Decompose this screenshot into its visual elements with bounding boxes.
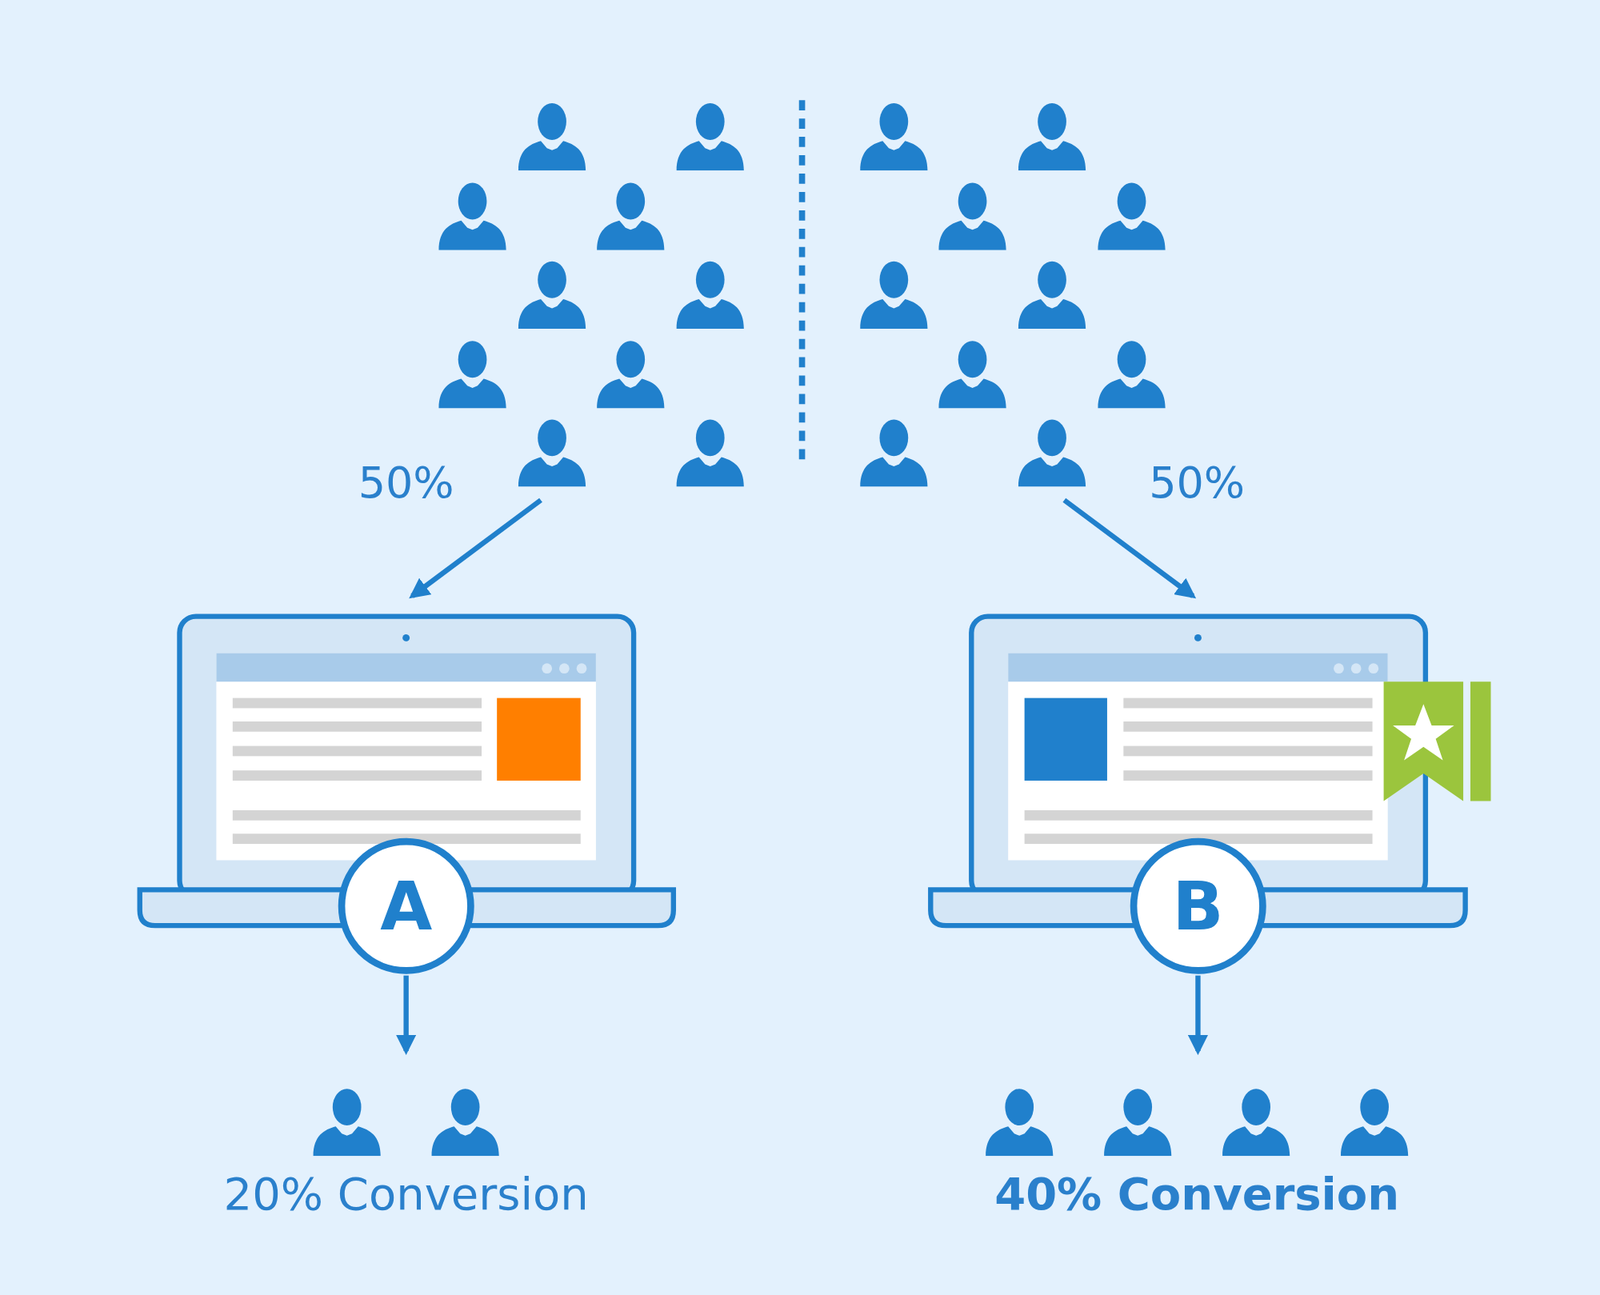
variant-badge: B [1128, 836, 1268, 976]
result-arrow [1195, 976, 1200, 1052]
converted-visitors [313, 1088, 1409, 1156]
split-percentage: 50% [358, 459, 455, 507]
variant-letter: A [380, 872, 432, 940]
split-arrow [1064, 500, 1193, 596]
split-percentage: 50% [1148, 459, 1245, 507]
split-arrow [412, 500, 541, 596]
variant-letter: B [1172, 872, 1224, 940]
conversion-rate: 40% Conversion [994, 1169, 1400, 1220]
result-arrow [403, 976, 408, 1052]
variant-badge: A [336, 836, 476, 976]
split-divider [799, 100, 806, 466]
conversion-rate: 20% Conversion [224, 1169, 589, 1220]
